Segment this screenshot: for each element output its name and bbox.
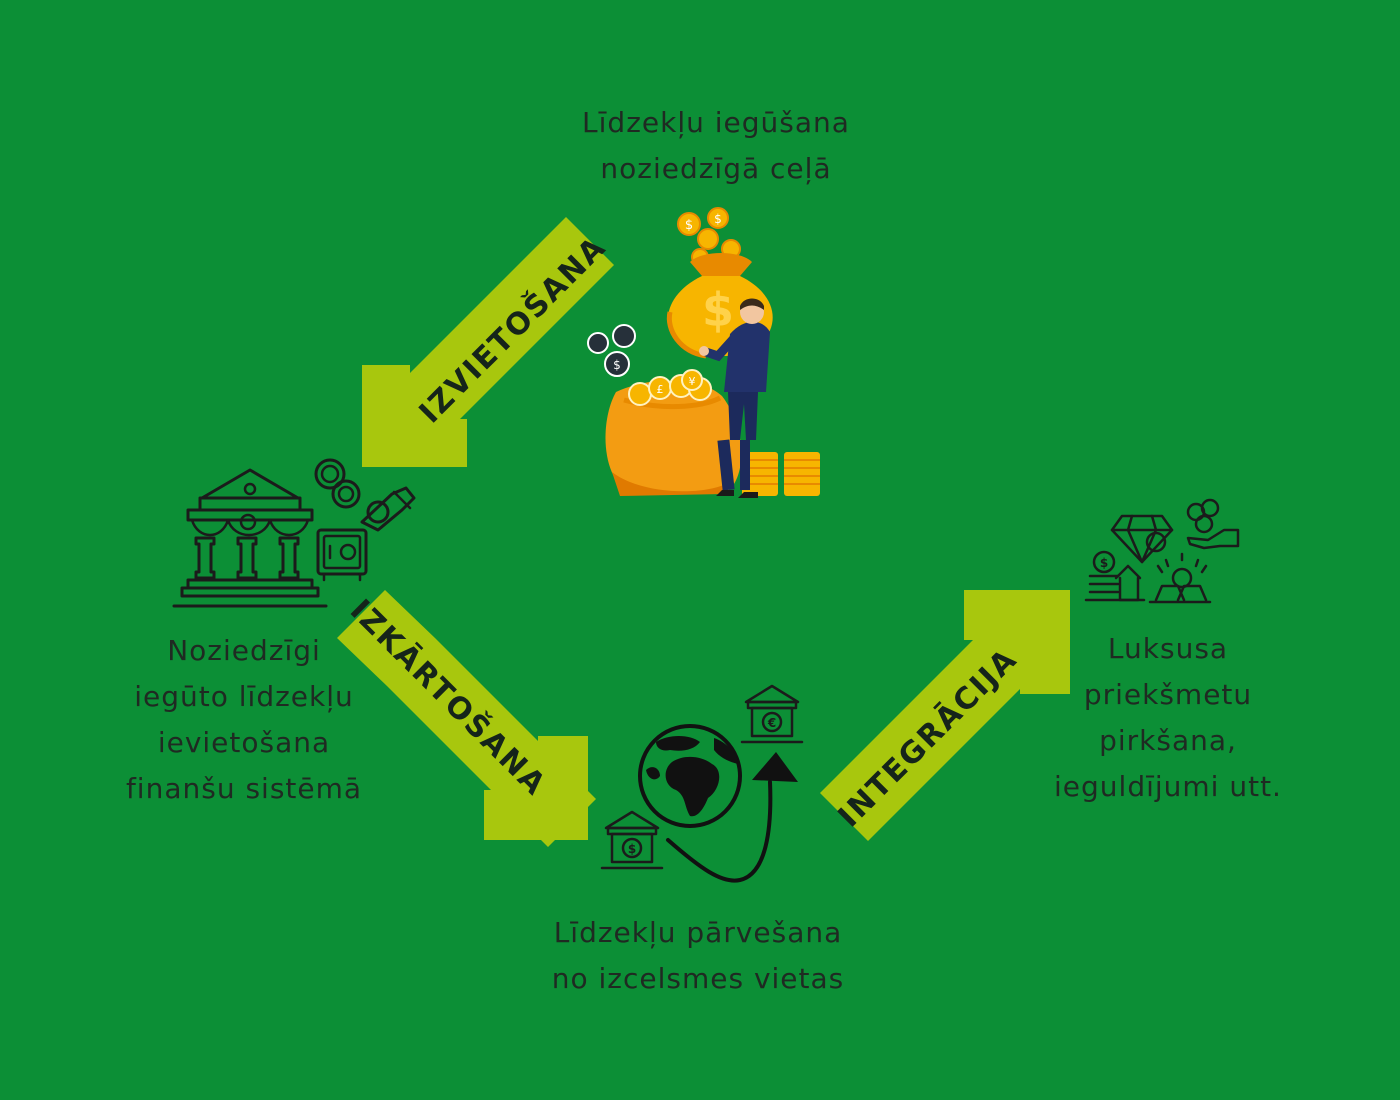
arrow-placement-band bbox=[379, 217, 614, 452]
swoosh-arrow-icon bbox=[666, 752, 798, 883]
hand-coins-icon bbox=[1186, 498, 1240, 550]
caption-left-line-3: ievietošana bbox=[158, 726, 330, 759]
svg-text:$: $ bbox=[685, 218, 693, 233]
bank-euro-icon: € bbox=[740, 684, 804, 744]
coin-sack-icon: ¥ £ bbox=[605, 369, 742, 496]
svg-text:$: $ bbox=[1100, 556, 1108, 570]
caption-top-line-1: Līdzekļu iegūšana bbox=[582, 106, 850, 139]
caption-left: Noziedzīgi iegūto līdzekļu ievietošana f… bbox=[126, 634, 362, 805]
bank-dollar-icon: $ bbox=[600, 810, 664, 870]
caption-bottom-line-1: Līdzekļu pārvešana bbox=[554, 916, 843, 949]
dollar-sign-icon: $ bbox=[702, 283, 734, 337]
arrow-placement-label: IZVIETOŠANA bbox=[411, 228, 613, 430]
bank-building-icon bbox=[172, 468, 328, 608]
caption-top-line-2: noziedzīgā ceļā bbox=[600, 152, 831, 185]
arrow-integration-band bbox=[820, 613, 1048, 841]
falling-coins-icon: $ $ bbox=[677, 207, 741, 266]
coins-icon bbox=[314, 458, 361, 509]
caption-left-line-4: finanšu sistēmā bbox=[126, 772, 362, 805]
hand-coin-icon bbox=[360, 486, 416, 532]
caption-right-line-3: pirkšana, bbox=[1099, 724, 1237, 757]
arrow-placement: IZVIETOŠANA bbox=[362, 217, 614, 467]
arrow-integration-head bbox=[964, 590, 1070, 694]
globe-transfer-icon: $ € bbox=[600, 684, 804, 883]
luxury-assets-icon: $ bbox=[1084, 498, 1240, 604]
arrow-integration-label: INTEGRĀCIJA bbox=[831, 641, 1025, 835]
svg-text:€: € bbox=[767, 716, 776, 730]
svg-text:$: $ bbox=[628, 842, 636, 856]
caption-left-line-1: Noziedzīgi bbox=[167, 634, 321, 667]
house-coins-icon: $ bbox=[1084, 550, 1146, 602]
arrow-layering-head bbox=[484, 736, 588, 840]
arrow-layering: IZKĀRTOŠANA bbox=[337, 590, 596, 847]
caption-bottom-line-2: no izcelsmes vietas bbox=[552, 962, 845, 995]
caption-right-line-2: priekšmetu bbox=[1084, 678, 1252, 711]
arrow-layering-band bbox=[337, 590, 596, 847]
caption-top: Līdzekļu iegūšana noziedzīgā ceļā bbox=[582, 106, 850, 185]
caption-bottom: Līdzekļu pārvešana no izcelsmes vietas bbox=[552, 916, 845, 995]
coin-stacks-icon bbox=[742, 452, 820, 496]
safe-icon bbox=[316, 528, 368, 582]
caption-right: Luksusa priekšmetu pirkšana, ieguldījumi… bbox=[1054, 632, 1282, 803]
globe-icon bbox=[638, 724, 742, 828]
arrow-placement-head bbox=[362, 365, 467, 467]
svg-text:$: $ bbox=[613, 358, 621, 372]
caption-left-line-2: iegūto līdzekļu bbox=[134, 680, 354, 713]
arrow-layering-label: IZKĀRTOŠANA bbox=[343, 591, 555, 803]
arrow-integration: INTEGRĀCIJA bbox=[820, 590, 1070, 841]
svg-text:£: £ bbox=[657, 383, 664, 396]
money-bag-businessman-icon: $ $ $ ¥ £ bbox=[587, 207, 820, 498]
businessman-icon bbox=[699, 298, 770, 498]
dark-coins-icon: $ bbox=[587, 324, 636, 377]
diamond-icon bbox=[1110, 514, 1174, 564]
caption-right-line-4: ieguldījumi utt. bbox=[1054, 770, 1282, 803]
caption-right-line-1: Luksusa bbox=[1108, 632, 1228, 665]
gold-treasure-icon bbox=[1148, 552, 1212, 604]
svg-text:$: $ bbox=[714, 212, 722, 226]
svg-text:¥: ¥ bbox=[689, 375, 696, 388]
